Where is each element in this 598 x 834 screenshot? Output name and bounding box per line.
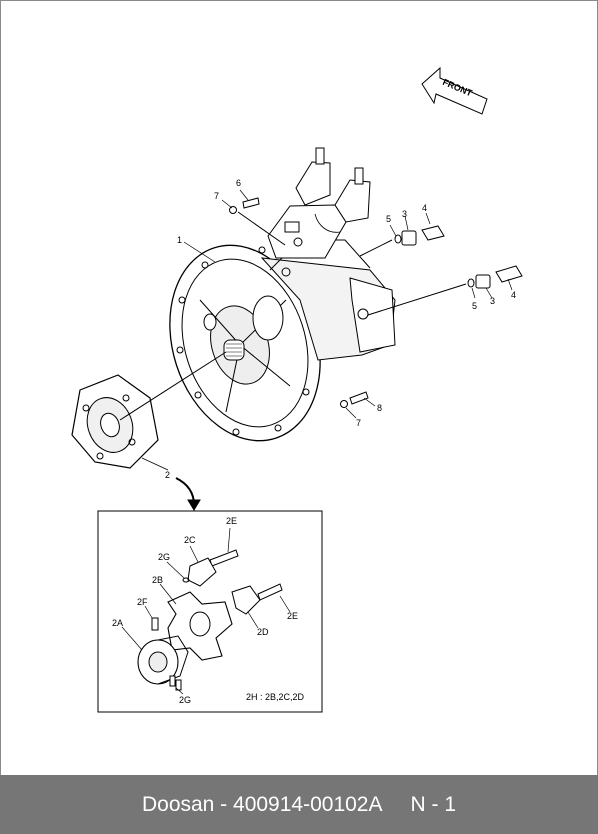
callout-2c: 2C — [184, 535, 196, 545]
detail-note: 2H : 2B,2C,2D — [246, 692, 305, 702]
callout-3-upper: 3 — [402, 209, 407, 219]
callout-7-upper: 7 — [214, 191, 219, 201]
callout-2d: 2D — [257, 627, 269, 637]
leader-lines — [121, 189, 513, 695]
callout-2a: 2A — [112, 618, 123, 628]
callout-7-lower: 7 — [356, 418, 361, 428]
callout-6: 6 — [236, 178, 241, 188]
callout-4-upper: 4 — [422, 203, 427, 213]
exploded-parts-diagram: FRONT — [71, 66, 523, 713]
front-arrow: FRONT — [421, 66, 488, 115]
callout-2g-bottom: 2G — [179, 695, 191, 705]
callout-5-upper: 5 — [386, 214, 391, 224]
callout-2: 2 — [165, 470, 170, 480]
regulator-block — [267, 147, 371, 277]
callouts: 1 2 6 7 5 3 4 5 3 4 8 7 — [165, 178, 516, 480]
footer-caption: Doosan - 400914-00102A N - 1 — [141, 792, 457, 816]
bolt-washer-upper — [229, 197, 286, 246]
callout-8: 8 — [377, 403, 382, 413]
bolt-washer-lower — [340, 391, 369, 408]
detail-callouts: 2E 2C 2G 2B 2F 2A 2D 2E 2G 2H : 2B,2C,2D — [112, 516, 305, 705]
callout-4-lower: 4 — [511, 290, 516, 300]
callout-2e-top: 2E — [226, 516, 237, 526]
coupling-assembly — [71, 351, 227, 469]
callout-3-lower: 3 — [490, 296, 495, 306]
splined-shaft — [223, 339, 245, 361]
fitting-group-upper — [359, 225, 445, 257]
fitting-group-lower — [367, 265, 523, 316]
callout-2g-top: 2G — [158, 552, 170, 562]
callout-1: 1 — [177, 235, 182, 245]
callout-2f: 2F — [137, 597, 148, 607]
callout-2e-right: 2E — [287, 611, 298, 621]
callout-2b: 2B — [152, 575, 163, 585]
detail-parts — [137, 549, 283, 691]
footer-bar: Doosan - 400914-00102A N - 1 — [0, 775, 598, 834]
callout-5-lower: 5 — [472, 301, 477, 311]
